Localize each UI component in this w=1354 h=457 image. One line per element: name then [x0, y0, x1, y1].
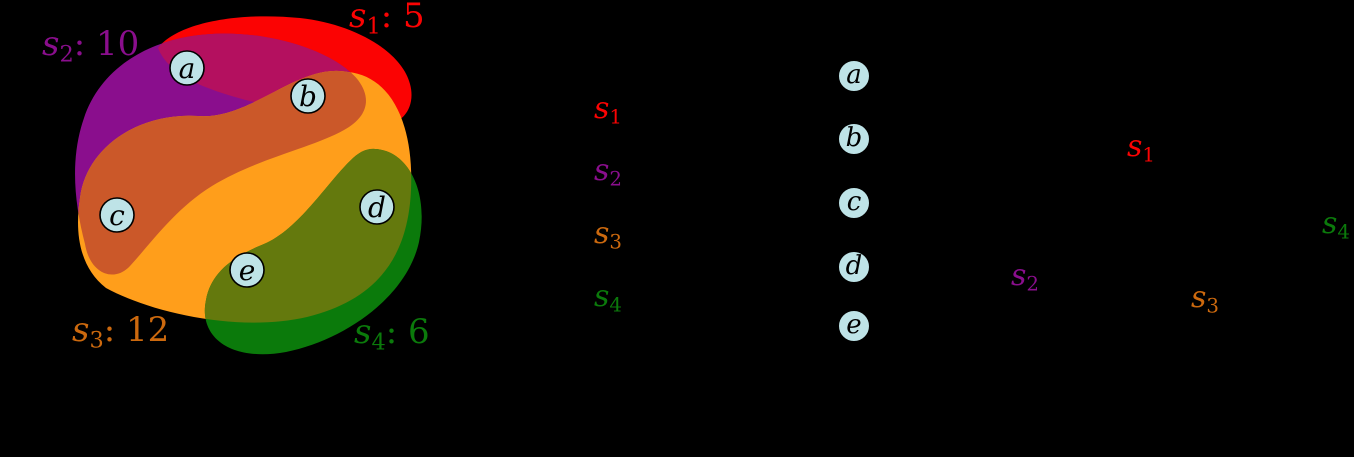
bipartite-node-c: c	[838, 187, 870, 219]
venn-node-label-b: b	[299, 80, 317, 113]
venn-node-a	[169, 50, 205, 86]
venn-set-label-s4: s4: 6	[354, 312, 430, 356]
bipartite-set-label-s4: s4	[594, 279, 622, 317]
venn-node-label-c: c	[109, 199, 125, 232]
venn-node-c	[99, 197, 135, 233]
selection-set-label-s2: s2	[1011, 258, 1039, 296]
venn-set-label-s1: s1: 5	[349, 0, 425, 40]
venn-diagram: a b c d e	[75, 16, 422, 355]
bipartite-node-a: a	[838, 60, 870, 92]
selection-set-label-s3: s3	[1191, 280, 1219, 318]
selection-set-label-s4: s4	[1322, 206, 1350, 244]
bipartite-node-e: e	[838, 310, 870, 342]
venn-set-label-s3: s3: 12	[72, 310, 170, 354]
venn-node-e	[229, 252, 265, 288]
bipartite-node-b: b	[838, 123, 870, 155]
venn-set-label-s2: s2: 10	[42, 24, 140, 68]
selection-set-label-s1: s1	[1127, 129, 1155, 167]
venn-node-label-e: e	[239, 254, 256, 287]
bipartite-set-label-s1: s1	[594, 91, 622, 129]
bipartite-node-d: d	[838, 251, 870, 283]
venn-node-d	[359, 189, 395, 225]
venn-node-label-d: d	[368, 191, 386, 224]
bipartite-set-label-s3: s3	[594, 216, 622, 254]
venn-node-b	[290, 78, 326, 114]
venn-node-label-a: a	[179, 52, 196, 85]
bipartite-set-label-s2: s2	[594, 153, 622, 191]
